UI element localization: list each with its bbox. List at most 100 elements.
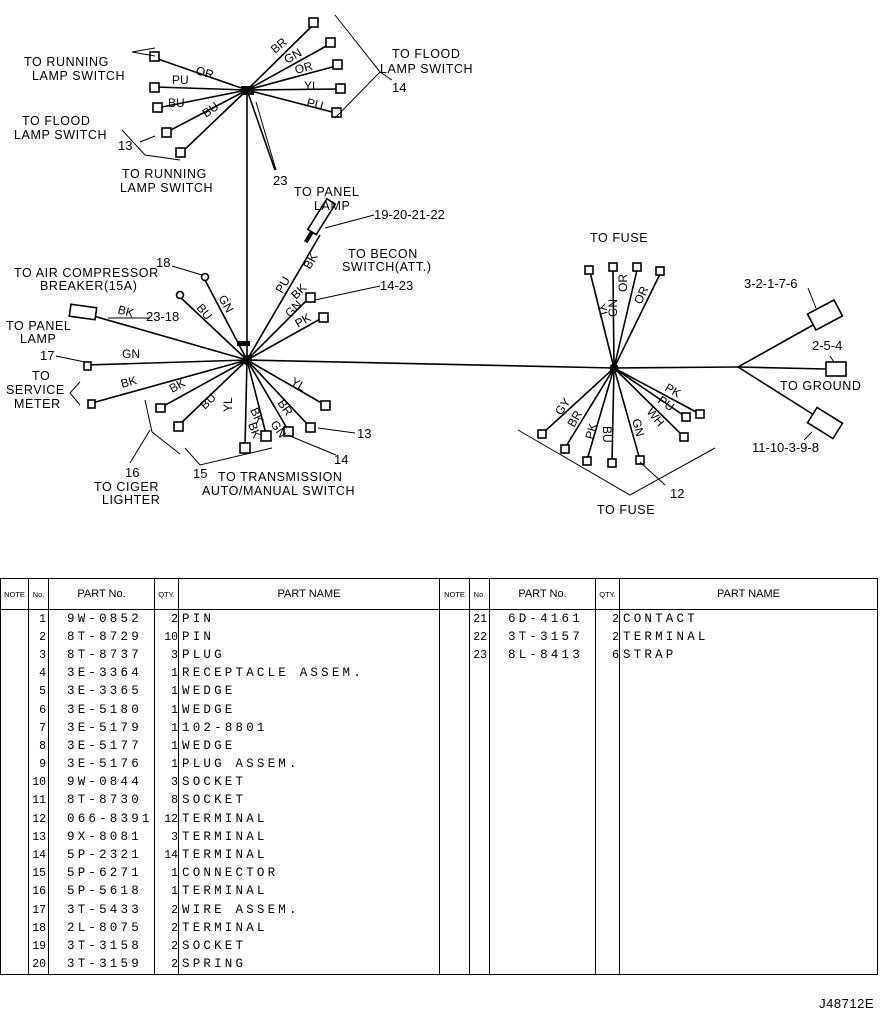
cell-qty: 2 xyxy=(154,901,179,920)
cell-note xyxy=(439,846,470,865)
cell-qty: 2 xyxy=(154,919,179,938)
cell-note xyxy=(439,682,470,701)
label-running-lamp-switch-2-line2: LAMP SWITCH xyxy=(120,181,213,195)
svg-text:19-20-21-22: 19-20-21-22 xyxy=(374,207,445,222)
svg-text:TO FLOOD: TO FLOOD xyxy=(392,47,460,61)
label-flood-lamp-switch-2-line2: LAMP SWITCH xyxy=(380,62,473,76)
svg-text:TO RUNNING: TO RUNNING xyxy=(122,167,207,181)
svg-text:BU: BU xyxy=(194,301,215,323)
cell-no: 8 xyxy=(28,737,49,756)
cell-part-name xyxy=(619,901,878,920)
cell-part-no: 3E-5176 xyxy=(48,755,155,774)
header-qty-right: QTY. xyxy=(595,578,620,610)
cell-part-no: 3E-5180 xyxy=(48,700,155,720)
svg-text:TO RUNNING: TO RUNNING xyxy=(24,55,109,69)
cell-part-no xyxy=(489,846,596,865)
cell-note xyxy=(0,864,29,883)
cell-qty: 1 xyxy=(154,664,179,683)
header-part-no-right: PART No. xyxy=(489,578,596,610)
cell-part-no xyxy=(489,719,596,738)
cell-note xyxy=(439,955,470,975)
cell-note xyxy=(0,937,29,956)
label-transmission-line1: TO TRANSMISSION xyxy=(218,470,343,484)
svg-text:LAMP SWITCH: LAMP SWITCH xyxy=(380,62,473,76)
cell-part-no: 8L-8413 xyxy=(489,646,596,665)
header-part-name-left: PART NAME xyxy=(178,578,440,610)
header-note-right: NOTE xyxy=(439,578,470,610)
label-flood-lamp-switch-1-line1: TO FLOOD xyxy=(22,114,90,128)
cell-no xyxy=(469,664,490,683)
cell-qty: 2 xyxy=(154,609,179,629)
cell-part-no xyxy=(489,664,596,683)
cell-note xyxy=(439,810,470,829)
cell-qty: 1 xyxy=(154,682,179,701)
cell-no xyxy=(469,882,490,901)
cell-qty: 2 xyxy=(595,628,620,647)
cell-no xyxy=(469,810,490,829)
ref-13-mid: 13 xyxy=(357,426,371,441)
cell-note xyxy=(0,791,29,811)
cell-note xyxy=(439,828,470,847)
ref-12: 12 xyxy=(670,486,684,501)
cell-part-name: WEDGE xyxy=(178,682,440,701)
cell-note xyxy=(0,828,29,847)
cell-part-no: 8T-8730 xyxy=(48,791,155,811)
svg-text:METER: METER xyxy=(14,397,61,411)
cell-qty: 3 xyxy=(154,828,179,847)
cell-note xyxy=(439,919,470,938)
svg-text:YL: YL xyxy=(289,374,309,394)
label-panel-lamp-2-line1: TO PANEL xyxy=(6,319,71,333)
main-hub-branches xyxy=(86,234,326,448)
label-flood-lamp-switch-2-line1: TO FLOOD xyxy=(392,47,460,61)
svg-text:GN: GN xyxy=(606,299,620,317)
cell-no xyxy=(469,700,490,720)
cell-part-name xyxy=(619,810,878,829)
cell-no: 11 xyxy=(28,791,49,811)
cell-no xyxy=(469,773,490,792)
cell-no xyxy=(469,682,490,701)
cell-note xyxy=(0,646,29,665)
main-hub-wire-codes: PU BK GN BK PK BK BU GN BK BK BU YL BK B… xyxy=(116,251,320,441)
svg-text:AUTO/MANUAL SWITCH: AUTO/MANUAL SWITCH xyxy=(202,484,355,498)
cell-part-no: 9W-0852 xyxy=(48,609,155,629)
cell-part-name xyxy=(619,937,878,956)
header-part-name-right: PART NAME xyxy=(619,578,878,610)
svg-text:TO FLOOD: TO FLOOD xyxy=(22,114,90,128)
cell-qty xyxy=(595,955,620,975)
cell-part-no xyxy=(489,773,596,792)
label-air-compressor-line1: TO AIR COMPRESSOR xyxy=(14,266,159,280)
cell-qty: 2 xyxy=(154,937,179,956)
ground-connector-lower xyxy=(806,406,844,440)
ref-14-mid: 14 xyxy=(334,452,348,467)
svg-text:YL: YL xyxy=(594,302,611,320)
cell-no: 18 xyxy=(28,919,49,938)
cell-qty: 6 xyxy=(595,646,620,665)
cell-part-name: PLUG ASSEM. xyxy=(178,755,440,774)
svg-text:16: 16 xyxy=(125,465,139,480)
cell-part-name: CONNECTOR xyxy=(178,864,440,883)
svg-text:LAMP: LAMP xyxy=(20,332,56,346)
label-running-lamp-switch-1-line1: TO RUNNING xyxy=(24,55,109,69)
label-service-meter-line2: SERVICE xyxy=(6,383,65,397)
ref-19-22: 19-20-21-22 xyxy=(374,207,445,222)
destination-labels: TO RUNNING LAMP SWITCH TO FLOOD LAMP SWI… xyxy=(6,47,861,517)
trunk-wire-right xyxy=(613,366,739,369)
cell-note xyxy=(439,755,470,774)
label-panel-lamp-1-line1: TO PANEL xyxy=(294,185,359,199)
header-part-no-left: PART No. xyxy=(48,578,155,610)
cell-part-name: RECEPTACLE ASSEM. xyxy=(178,664,440,683)
cell-note xyxy=(0,919,29,938)
cell-part-name: WEDGE xyxy=(178,700,440,720)
cell-part-name xyxy=(619,864,878,883)
cell-part-name: TERMINAL xyxy=(178,810,440,829)
cell-part-name: SPRING xyxy=(178,955,440,975)
cell-no: 4 xyxy=(28,664,49,683)
cell-part-name: WIRE ASSEM. xyxy=(178,901,440,920)
cell-part-name xyxy=(619,682,878,701)
cell-note xyxy=(439,628,470,647)
cell-no: 1 xyxy=(28,609,49,629)
